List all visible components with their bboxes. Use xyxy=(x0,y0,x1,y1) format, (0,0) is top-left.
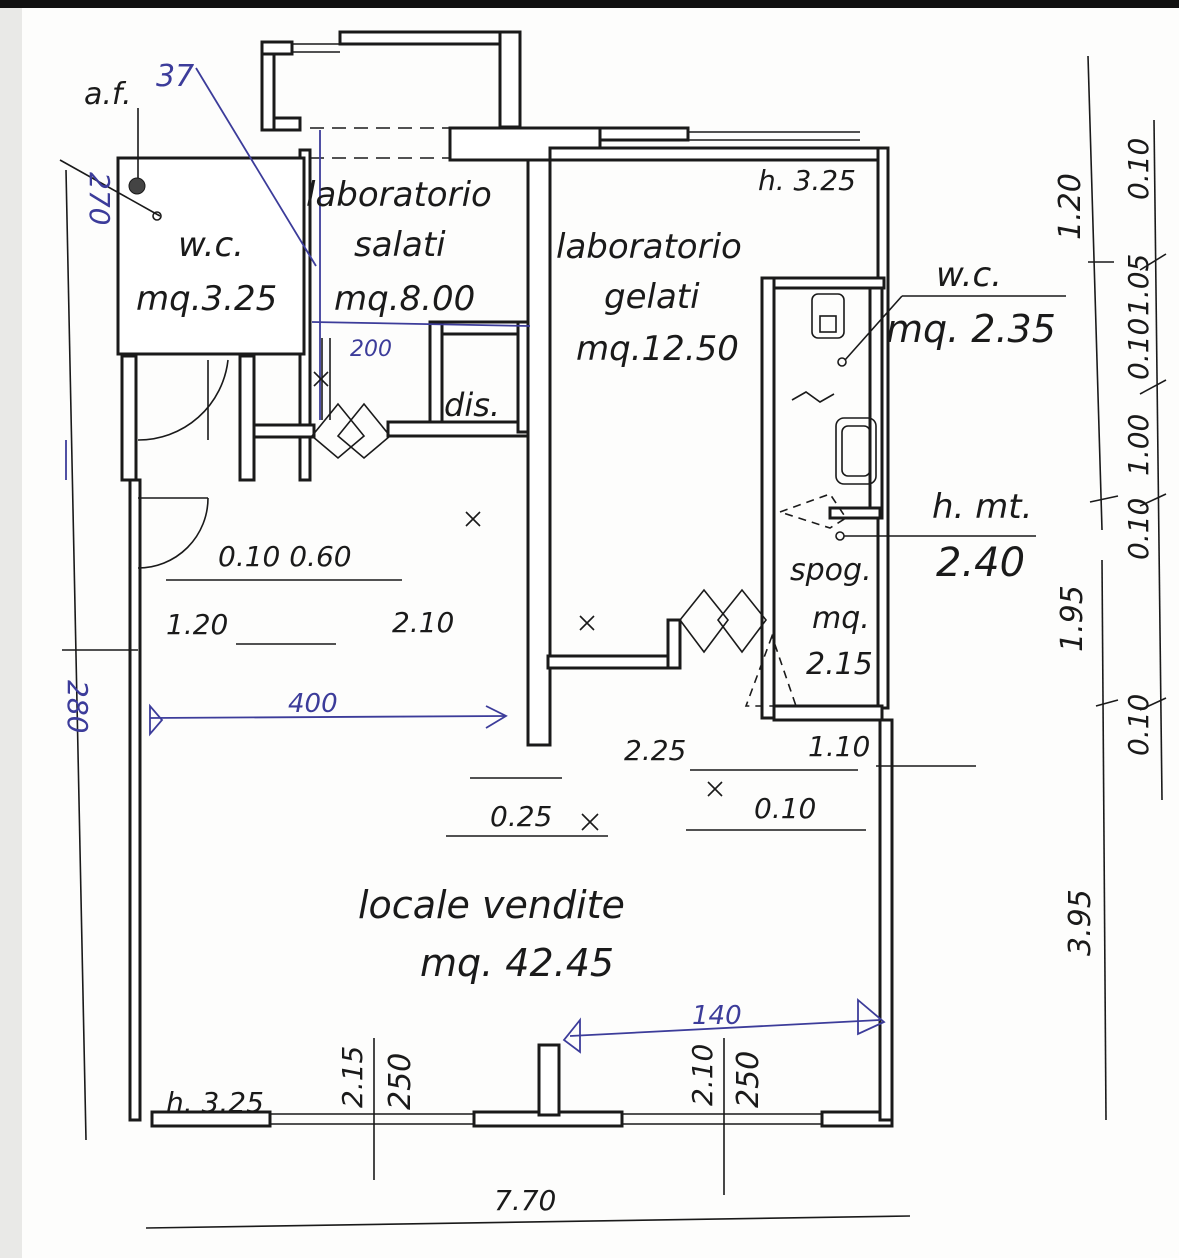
lab-salati-name2: salati xyxy=(354,225,446,265)
rdim-100: 1.00 xyxy=(1122,414,1155,476)
left-number-2: 280 xyxy=(61,680,94,733)
height-top-right: h. 3.25 xyxy=(758,164,856,197)
window1-bottom: 250 xyxy=(383,1053,418,1110)
pen-annotations xyxy=(65,67,886,1054)
lab-gelati-name2: gelati xyxy=(604,277,700,317)
rdim-010a: 0.10 xyxy=(1122,138,1155,200)
dim-120: 1.20 xyxy=(166,608,228,641)
spog-name: spog. xyxy=(790,553,872,588)
dim-010b: 0.10 xyxy=(754,792,816,825)
dimension-lines xyxy=(62,55,1167,1229)
dim-025: 0.25 xyxy=(490,800,552,833)
hmt-value: 2.40 xyxy=(936,540,1025,586)
lab-gelati-name1: laboratorio xyxy=(556,227,742,267)
lab-gelati-area: mq.12.50 xyxy=(576,329,739,369)
window2-top: 2.10 xyxy=(686,1044,719,1106)
wc1-name: w.c. xyxy=(178,225,244,265)
hmt-label: h. mt. xyxy=(932,487,1032,527)
af-label: a.f. xyxy=(84,77,132,112)
rdim-195: 1.95 xyxy=(1055,585,1090,652)
arrow-200: 200 xyxy=(350,337,392,362)
height-bottom-left: h. 3.25 xyxy=(166,1086,264,1119)
spog-area1: mq. xyxy=(812,601,870,636)
dim-010-060: 0.10 0.60 xyxy=(218,540,352,573)
arrow-400: 400 xyxy=(288,689,338,719)
rdim-120: 1.20 xyxy=(1053,173,1088,240)
window1-top: 2.15 xyxy=(336,1046,369,1108)
rdim-395: 3.95 xyxy=(1063,889,1098,956)
spog-area2: 2.15 xyxy=(806,647,873,682)
x-marks xyxy=(313,371,723,831)
af-number: 37 xyxy=(156,59,194,94)
rdim-105: 1.05 xyxy=(1122,254,1155,316)
wc1-area: mq.3.25 xyxy=(136,279,277,319)
rdim-010c: 0.10 xyxy=(1122,498,1155,560)
rdim-010b: 0.10 xyxy=(1122,318,1155,380)
top-border xyxy=(0,0,1179,8)
lab-salati-name1: laboratorio xyxy=(306,175,492,215)
rdim-010d: 0.10 xyxy=(1122,694,1155,756)
vendite-area: mq. 42.45 xyxy=(420,941,614,985)
vendite-name: locale vendite xyxy=(358,883,625,927)
dim-225: 2.25 xyxy=(624,734,686,767)
lab-salati-area: mq.8.00 xyxy=(334,279,475,319)
walls xyxy=(116,30,894,1128)
fixtures xyxy=(59,108,1066,541)
left-paper-edge xyxy=(0,8,22,1258)
dim-110: 1.10 xyxy=(808,730,870,763)
wc2-name: w.c. xyxy=(936,255,1002,295)
left-number: 270 xyxy=(83,172,116,225)
dim-770: 7.70 xyxy=(494,1184,556,1217)
wc2-area: mq. 2.35 xyxy=(886,307,1056,351)
arrow-140: 140 xyxy=(692,1001,742,1031)
dim-210: 2.10 xyxy=(392,606,454,639)
window2-bottom: 250 xyxy=(731,1051,766,1108)
dis-label: dis. xyxy=(444,386,500,424)
